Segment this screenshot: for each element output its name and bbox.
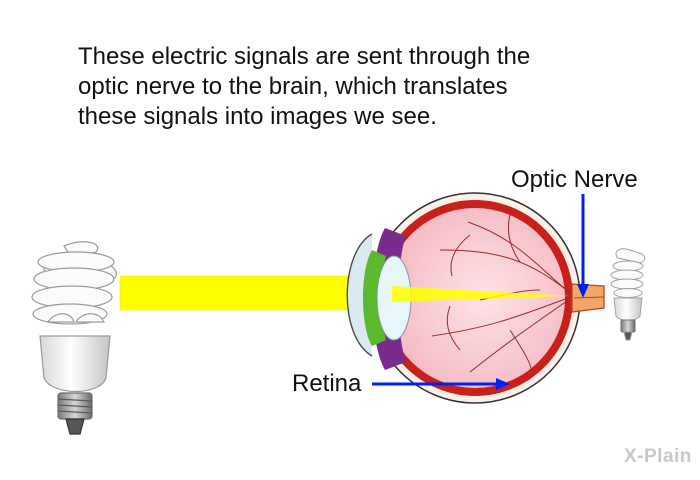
eye-cross-section-icon (346, 192, 605, 404)
xplain-logo: X-Plain (624, 446, 692, 467)
retina-label: Retina (292, 370, 362, 397)
caption-line-2: optic nerve to the brain, which translat… (78, 73, 508, 100)
bulb-large-icon (31, 241, 117, 435)
retina-pointer (372, 378, 510, 390)
optic-nerve-label: Optic Nerve (511, 166, 638, 193)
caption-text: These electric signals are sent through … (78, 42, 638, 132)
optic-nerve-pointer (577, 194, 589, 298)
caption-line-1: These electric signals are sent through … (78, 43, 531, 70)
caption-line-3: these signals into images we see. (78, 103, 437, 130)
bulb-small-icon (610, 248, 646, 341)
